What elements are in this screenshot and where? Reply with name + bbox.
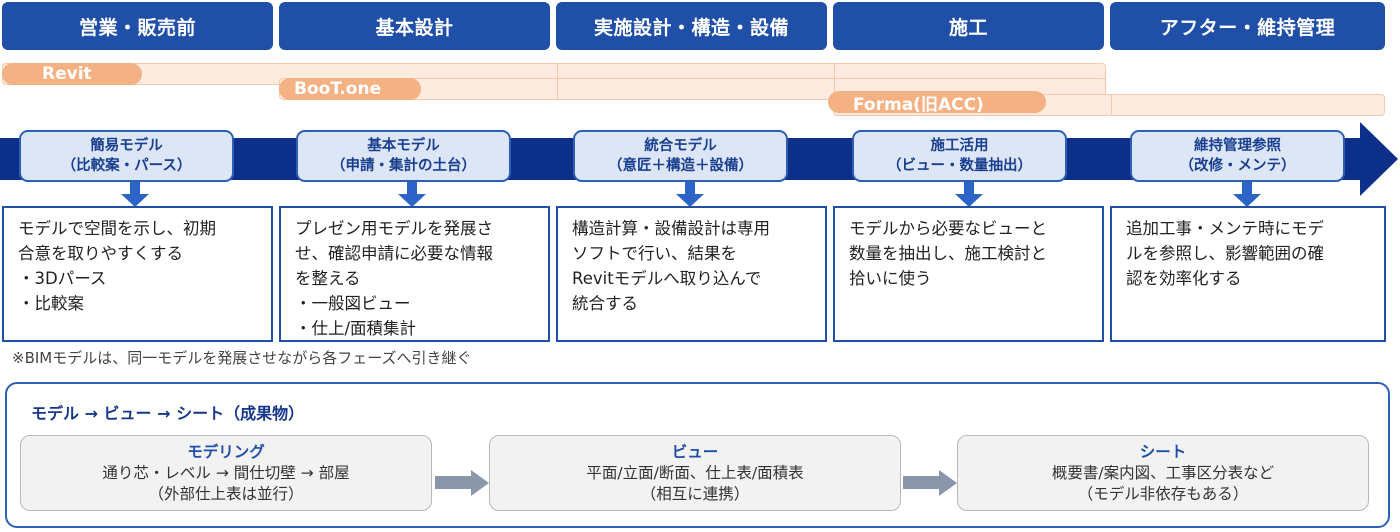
flow-step-title: モデリング — [187, 442, 265, 461]
flow-step-line: （モデル非依存もある） — [1077, 484, 1249, 503]
description-line: ソフトで行い、結果を — [572, 244, 737, 263]
down-arrow-icon — [121, 182, 149, 208]
model-subtitle: （改修・メンテ） — [1179, 158, 1296, 174]
flow-step-title: ビュー — [671, 442, 719, 461]
description-line: モデルから必要なビューと — [849, 219, 1047, 238]
model-subtitle: （意匠＋構造＋設備） — [608, 158, 753, 174]
footnote: ※BIMモデルは、同一モデルを発展させながら各フェーズへ引き継ぐ — [12, 349, 472, 367]
flow-step-modeling: モデリング 通り芯・レベル → 間仕切壁 → 部屋 （外部仕上表は並行） — [20, 435, 432, 511]
description-line: ・一般図ビュー — [295, 294, 411, 313]
flow-step-view: ビュー 平面/立面/断面、仕上表/面積表 （相互に連携） — [489, 435, 901, 511]
band-divider — [1111, 94, 1112, 116]
description-line: 統合する — [572, 294, 638, 313]
phase-header-construction: 施工 — [833, 2, 1104, 50]
model-box-maintenance: 維持管理参照 （改修・メンテ） — [1130, 130, 1345, 182]
band-divider — [834, 63, 835, 101]
band-divider — [557, 63, 558, 101]
model-box-construction: 施工活用 （ビュー・数量抽出） — [852, 130, 1067, 182]
phase-header-sales: 営業・販売前 — [2, 2, 273, 50]
model-title: 基本モデル — [367, 138, 440, 154]
flow-step-sheet: シート 概要書/案内図、工事区分表など （モデル非依存もある） — [957, 435, 1369, 511]
description-line: ルを参照し、影響範囲の確 — [1126, 244, 1324, 263]
tool-pill-revit: Revit — [2, 63, 142, 85]
down-arrow-icon — [1233, 182, 1261, 208]
description-line: Revitモデルへ取り込んで — [572, 269, 762, 288]
model-title: 統合モデル — [644, 138, 717, 154]
description-line: を整える — [295, 269, 361, 288]
model-box-basic: 基本モデル （申請・集計の土台） — [296, 130, 511, 182]
model-title: 維持管理参照 — [1194, 138, 1281, 154]
model-subtitle: （ビュー・数量抽出） — [887, 158, 1032, 174]
flow-arrow-icon — [903, 470, 959, 496]
description-line: 認を効率化する — [1126, 269, 1242, 288]
description-line: ・3Dパース — [18, 269, 107, 288]
flow-step-line: 平面/立面/断面、仕上表/面積表 — [586, 463, 804, 482]
flow-arrow-icon — [435, 470, 491, 496]
down-arrow-icon — [676, 182, 704, 208]
model-box-integrated: 統合モデル （意匠＋構造＋設備） — [573, 130, 788, 182]
phase-header-maintenance: アフター・維持管理 — [1110, 2, 1385, 50]
tool-pill-forma: Forma(旧ACC) — [828, 91, 1046, 115]
description-box-maintenance: 追加工事・メンテ時にモデ ルを参照し、影響範囲の確 認を効率化する — [1110, 206, 1386, 342]
description-line: ・比較案 — [18, 294, 84, 313]
description-line: プレゼン用モデルを発展さ — [295, 219, 493, 238]
process-arrow-head — [1360, 122, 1398, 196]
description-line: 拾いに使う — [849, 269, 932, 288]
description-box-basic-design: プレゼン用モデルを発展さ せ、確認申請に必要な情報 を整える ・一般図ビュー ・… — [279, 206, 550, 342]
flow-step-title: シート — [1139, 442, 1187, 461]
description-box-sales: モデルで空間を示し、初期 合意を取りやすくする ・3Dパース ・比較案 — [2, 206, 273, 342]
description-line: ・仕上/面積集計 — [295, 319, 417, 338]
model-title: 簡易モデル — [90, 138, 163, 154]
flow-step-line: （外部仕上表は並行） — [148, 484, 304, 503]
description-line: 数量を抽出し、施工検討と — [849, 244, 1047, 263]
flow-step-line: 概要書/案内図、工事区分表など — [1051, 463, 1275, 482]
description-line: 構造計算・設備設計は専用 — [572, 219, 770, 238]
description-line: モデルで空間を示し、初期 — [18, 219, 216, 238]
model-title: 施工活用 — [930, 138, 989, 154]
description-line: 追加工事・メンテ時にモデ — [1126, 219, 1324, 238]
description-line: 合意を取りやすくする — [18, 244, 183, 263]
phase-header-basic-design: 基本設計 — [279, 2, 550, 50]
description-box-detail-design: 構造計算・設備設計は専用 ソフトで行い、結果を Revitモデルへ取り込んで 統… — [556, 206, 827, 342]
description-line: せ、確認申請に必要な情報 — [295, 244, 493, 263]
down-arrow-icon — [955, 182, 983, 208]
model-subtitle: （申請・集計の土台） — [331, 158, 476, 174]
flow-step-line: 通り芯・レベル → 間仕切壁 → 部屋 — [102, 463, 350, 482]
flow-step-line: （相互に連携） — [640, 484, 750, 503]
flow-panel: モデル → ビュー → シート（成果物） モデリング 通り芯・レベル → 間仕切… — [5, 382, 1390, 528]
flow-title: モデル → ビュー → シート（成果物） — [31, 404, 305, 423]
model-box-simple: 簡易モデル （比較案・パース） — [19, 130, 234, 182]
description-box-construction: モデルから必要なビューと 数量を抽出し、施工検討と 拾いに使う — [833, 206, 1104, 342]
tool-pill-bootone: BooT.one — [279, 78, 421, 100]
phase-header-detail-design: 実施設計・構造・設備 — [556, 2, 827, 50]
down-arrow-icon — [398, 182, 426, 208]
model-subtitle: （比較案・パース） — [61, 158, 192, 174]
